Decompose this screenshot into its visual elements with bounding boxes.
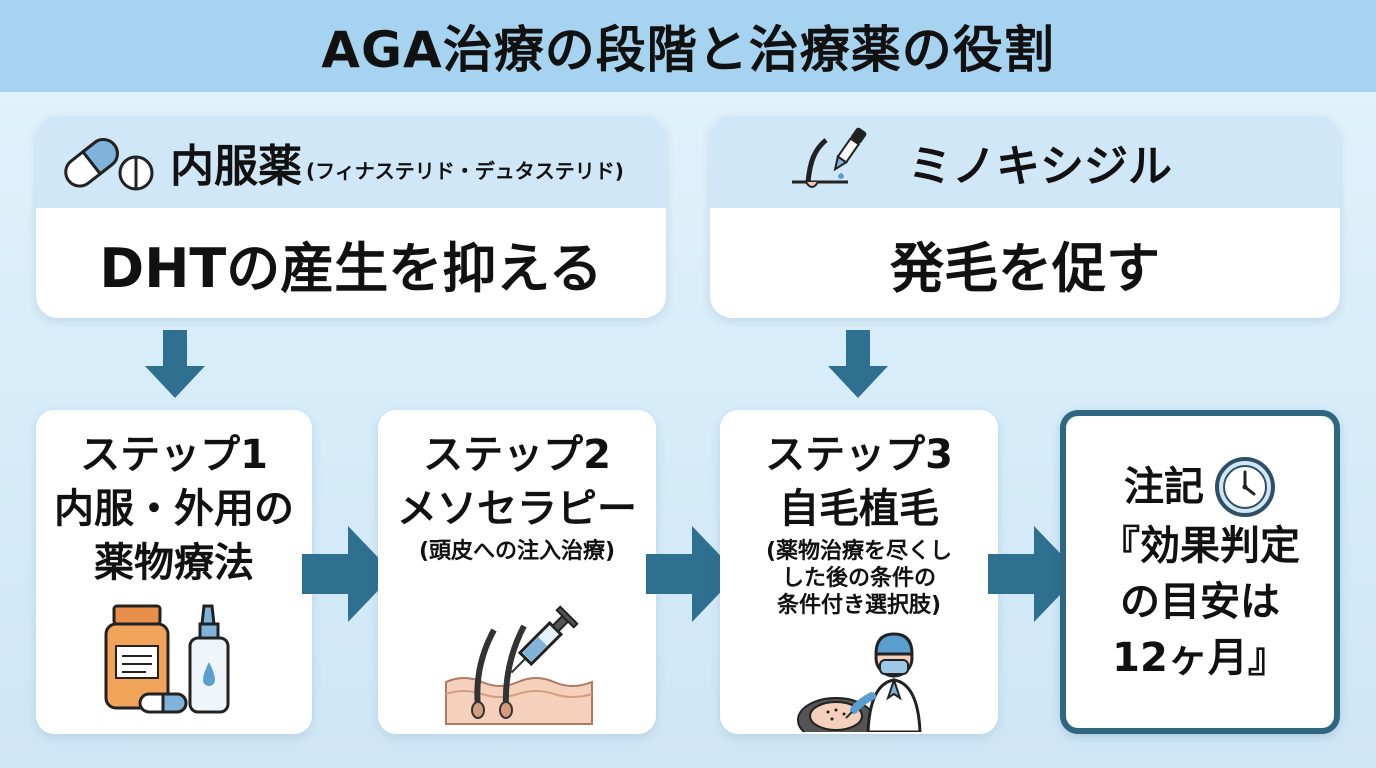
pill-icon <box>64 138 154 191</box>
step-1-line-1: 内服・外用の <box>54 486 294 532</box>
oral-medicine-card-header: 内服薬 (フィナステリド・デュタステリド) <box>36 116 666 208</box>
doctor-transplant-icon <box>797 632 922 732</box>
header-band: AGA治療の段階と治療薬の役割 <box>0 0 1376 92</box>
step-3-card: ステップ3 自毛植毛 (薬物治療を尽くし した後の条件の 条件付き選択肢) <box>720 410 998 734</box>
step-3-line-1: 自毛植毛 <box>779 486 939 532</box>
right-arrow-icon <box>988 526 1080 622</box>
note-line-2: の目安は <box>1120 579 1280 625</box>
minoxidil-card-header: ミノキシジル <box>710 116 1340 208</box>
step-1-line-2: 薬物療法 <box>94 540 254 586</box>
down-arrow-icon <box>145 330 205 398</box>
step-3-note-2: した後の条件の <box>781 566 936 591</box>
step-1-card: ステップ1 内服・外用の 薬物療法 <box>36 410 312 734</box>
right-arrow-icon <box>302 526 394 622</box>
right-arrow-icon <box>646 526 738 622</box>
note-line-1: 『効果判定 <box>1100 523 1300 569</box>
step-2-card: ステップ2 メソセラピー (頭皮への注入治療) <box>378 410 656 734</box>
minoxidil-title: ミノキシジル <box>908 141 1172 192</box>
minoxidil-card-body: 発毛を促す <box>710 208 1340 318</box>
oral-medicine-card: 内服薬 (フィナステリド・デュタステリド) DHTの産生を抑える <box>36 116 666 318</box>
oral-medicine-subtitle: (フィナステリド・デュタステリド) <box>306 158 624 183</box>
step-3-note-3: 条件付き選択肢) <box>776 593 942 618</box>
step-1-title: ステップ1 <box>80 432 268 478</box>
step-2-line-1: メソセラピー <box>397 486 637 532</box>
hair-dropper-icon <box>792 127 867 188</box>
oral-medicine-card-body: DHTの産生を抑える <box>36 208 666 318</box>
oral-medicine-effect: DHTの産生を抑える <box>99 236 603 300</box>
syringe-scalp-icon <box>445 605 593 725</box>
note-line-3: 12ヶ月』 <box>1112 635 1288 681</box>
step-2-title: ステップ2 <box>423 432 611 478</box>
oral-medicine-title: 内服薬 <box>170 141 302 192</box>
page-title: AGA治療の段階と治療薬の役割 <box>321 21 1055 79</box>
step-3-note-1: (薬物治療を尽くし <box>765 539 953 564</box>
note-title: 注記 <box>1124 464 1204 510</box>
minoxidil-effect: 発毛を促す <box>890 236 1160 300</box>
down-arrow-icon <box>828 330 888 398</box>
step-2-note: (頭皮への注入治療) <box>418 539 616 564</box>
note-card: 注記 『効果判定 の目安は 12ヶ月』 <box>1060 410 1340 734</box>
step-3-title: ステップ3 <box>765 432 953 478</box>
minoxidil-card: ミノキシジル 発毛を促す <box>710 116 1340 318</box>
clock-icon <box>1215 457 1275 517</box>
note-header: 注記 <box>1066 456 1334 518</box>
medicine-bottles-icon <box>104 604 230 714</box>
